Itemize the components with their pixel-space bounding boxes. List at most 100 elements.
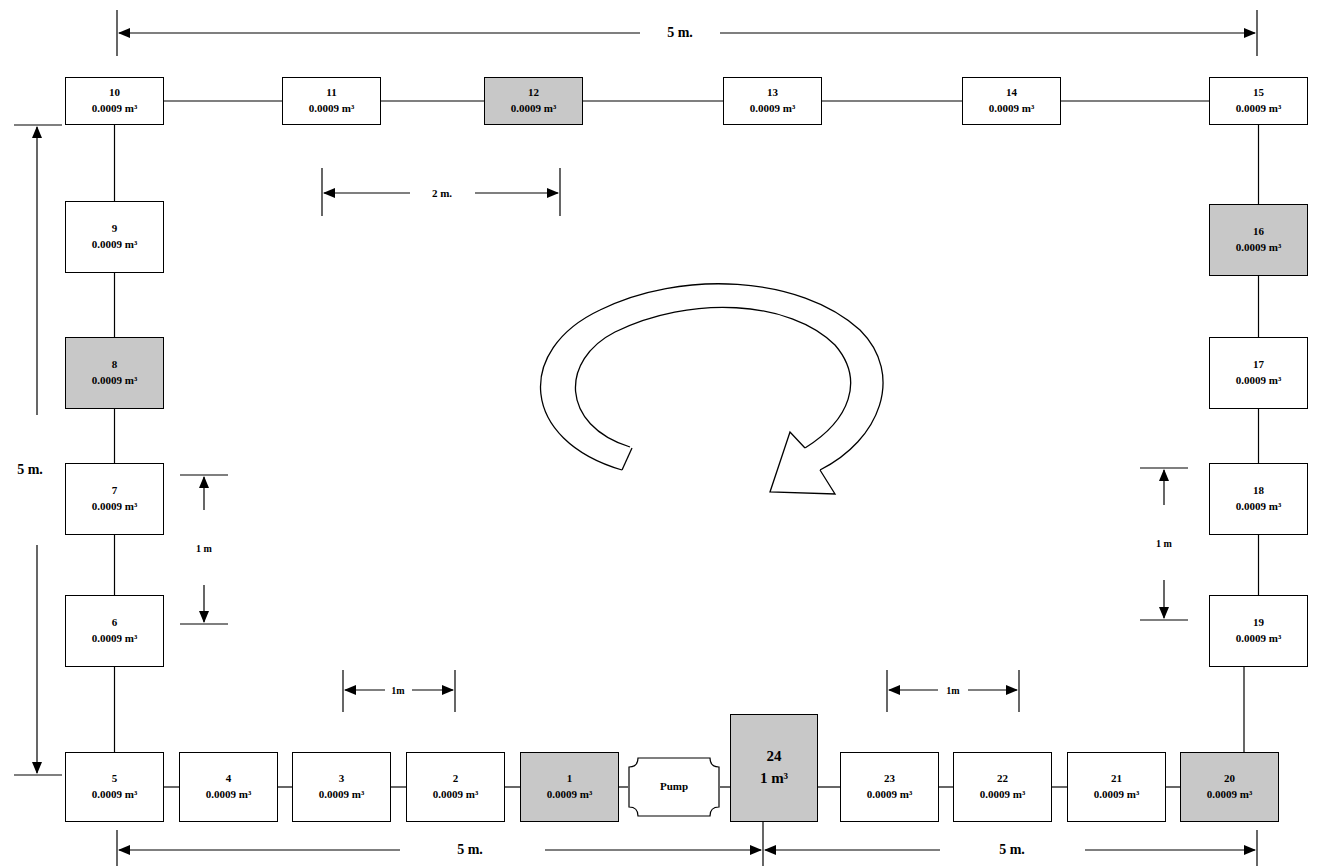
pipe-line (505, 786, 520, 787)
pipe-line (1258, 409, 1259, 463)
tank-volume: 0.0009 m³ (92, 373, 137, 389)
tank-number: 24 (767, 746, 782, 768)
tank-volume: 0.0009 m³ (92, 499, 137, 515)
tank-box: 60.0009 m³ (65, 595, 164, 667)
dimension-label: 1m (387, 685, 408, 696)
tank-box: 20.0009 m³ (406, 752, 505, 822)
tank-number: 17 (1253, 357, 1264, 373)
pipe-line (619, 786, 628, 787)
tank-volume: 0.0009 m³ (319, 787, 364, 803)
tank-box: 241 m³ (730, 714, 818, 822)
tank-volume: 0.0009 m³ (206, 787, 251, 803)
pipe-line (114, 273, 115, 337)
tank-number: 2 (453, 771, 459, 787)
dimension-label: 5 m. (663, 25, 697, 41)
dimension-label: 5 m. (995, 842, 1029, 858)
tank-volume: 0.0009 m³ (92, 237, 137, 253)
tank-volume: 0.0009 m³ (1236, 499, 1281, 515)
pipe-line (583, 100, 723, 101)
pipe-line (1166, 786, 1180, 787)
tank-box: 180.0009 m³ (1209, 463, 1308, 535)
tank-box: 100.0009 m³ (65, 77, 164, 125)
tank-number: 21 (1111, 771, 1122, 787)
pipe-line (1258, 276, 1259, 337)
tank-box: 40.0009 m³ (179, 752, 278, 822)
tank-number: 18 (1253, 483, 1264, 499)
tank-volume: 0.0009 m³ (1236, 631, 1281, 647)
pipe-line (720, 786, 730, 787)
tank-box: 230.0009 m³ (840, 752, 939, 822)
tank-volume: 0.0009 m³ (1236, 373, 1281, 389)
dimension-label: 5 m. (453, 842, 487, 858)
tank-number: Pump (660, 779, 688, 795)
tank-volume: 0.0009 m³ (1207, 787, 1252, 803)
tank-volume: 1 m³ (760, 768, 788, 790)
tank-number: 3 (339, 771, 345, 787)
tank-box: 210.0009 m³ (1067, 752, 1166, 822)
pipe-line (1052, 786, 1067, 787)
tank-volume: 0.0009 m³ (989, 101, 1034, 117)
tank-number: 7 (112, 483, 118, 499)
pipe-line (1061, 100, 1209, 101)
pipe-line (114, 667, 115, 752)
pipe-line (381, 100, 484, 101)
tank-volume: 0.0009 m³ (1094, 787, 1139, 803)
tank-number: 5 (112, 771, 118, 787)
tank-number: 12 (528, 85, 539, 101)
tank-number: 14 (1006, 85, 1017, 101)
tank-box: 220.0009 m³ (953, 752, 1052, 822)
tank-number: 13 (767, 85, 778, 101)
tank-box: 70.0009 m³ (65, 463, 164, 535)
tank-volume: 0.0009 m³ (309, 101, 354, 117)
pipe-line (1258, 535, 1259, 595)
tank-box: 140.0009 m³ (962, 77, 1061, 125)
tank-number: 15 (1253, 85, 1264, 101)
tank-volume: 0.0009 m³ (547, 787, 592, 803)
tank-box: 160.0009 m³ (1209, 204, 1308, 276)
tank-box: 50.0009 m³ (65, 752, 164, 822)
tank-box: 170.0009 m³ (1209, 337, 1308, 409)
pipe-line (818, 786, 840, 787)
pipe-line (822, 100, 962, 101)
tank-volume: 0.0009 m³ (511, 101, 556, 117)
tank-volume: 0.0009 m³ (92, 787, 137, 803)
tank-number: 19 (1253, 615, 1264, 631)
pipe-line (114, 535, 115, 595)
tank-number: 20 (1224, 771, 1235, 787)
pipe-line (1243, 667, 1244, 752)
tank-box: 150.0009 m³ (1209, 77, 1308, 125)
tank-volume: 0.0009 m³ (1236, 101, 1281, 117)
tank-number: 9 (112, 221, 118, 237)
tank-number: 8 (112, 357, 118, 373)
tank-box: 10.0009 m³ (520, 752, 619, 822)
pump-symbol: Pump (628, 757, 720, 817)
dimension-label: 2 m. (428, 187, 456, 199)
tank-number: 11 (326, 85, 336, 101)
tank-box: 110.0009 m³ (282, 77, 381, 125)
flow-direction-arrow (541, 284, 884, 494)
tank-number: 4 (226, 771, 232, 787)
tank-volume: 0.0009 m³ (980, 787, 1025, 803)
tank-volume: 0.0009 m³ (750, 101, 795, 117)
tank-number: 10 (109, 85, 120, 101)
tank-volume: 0.0009 m³ (867, 787, 912, 803)
dimension-label: 1 m (1152, 538, 1176, 549)
tank-number: 23 (884, 771, 895, 787)
dimension-label: 1m (942, 685, 963, 696)
pipe-line (939, 786, 953, 787)
tank-box: 80.0009 m³ (65, 337, 164, 409)
tank-number: 22 (997, 771, 1008, 787)
pipe-line (114, 125, 115, 201)
tank-box: 30.0009 m³ (292, 752, 391, 822)
tank-box: 120.0009 m³ (484, 77, 583, 125)
dimension-label: 1 m (192, 543, 216, 554)
tank-box: 130.0009 m³ (723, 77, 822, 125)
pipe-line (164, 786, 179, 787)
tank-volume: 0.0009 m³ (433, 787, 478, 803)
tank-box: 190.0009 m³ (1209, 595, 1308, 667)
tank-volume: 0.0009 m³ (1236, 240, 1281, 256)
tank-number: 16 (1253, 224, 1264, 240)
